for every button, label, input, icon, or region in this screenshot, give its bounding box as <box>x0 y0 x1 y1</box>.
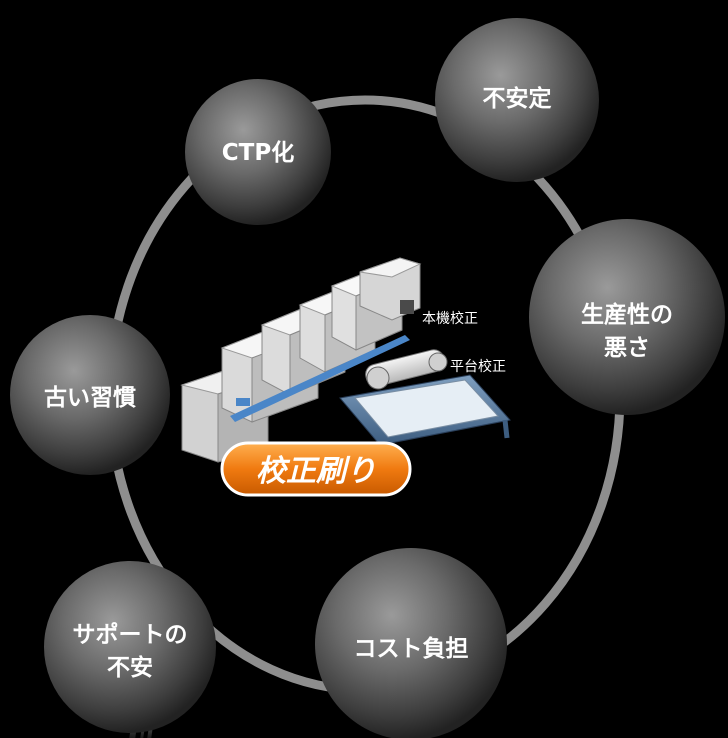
ball-label: 悪さ <box>604 335 650 361</box>
ball-label: サポートの <box>73 621 188 648</box>
issue-ball-support: サポートの 不安 <box>44 561 216 733</box>
ball-label: 古い習慣 <box>44 384 136 411</box>
center-label: 校正刷り <box>256 454 376 489</box>
center-pill: 校正刷り <box>220 441 412 497</box>
ball-label: コスト負担 <box>354 635 469 662</box>
issue-ball-unstable: 不安定 <box>435 18 599 182</box>
main-press-label: 本機校正 <box>422 310 478 327</box>
ball-label: 不安 <box>107 654 153 681</box>
ball-label: 不安定 <box>483 85 552 112</box>
flatbed-proofer-label: 平台校正 <box>450 358 506 375</box>
issue-ball-habit: 古い習慣 <box>10 315 170 475</box>
flatbed-proofer <box>339 349 511 463</box>
ball-label: 生産性の <box>581 301 673 328</box>
issue-ball-productivity: 生産性の 悪さ <box>529 219 725 415</box>
main-press <box>180 257 422 463</box>
issue-ball-ctp: CTP化 <box>185 79 331 225</box>
proof-press-illustration <box>180 257 511 463</box>
ball-label: CTP化 <box>222 139 294 166</box>
issue-ball-cost: コスト負担 <box>315 548 507 738</box>
